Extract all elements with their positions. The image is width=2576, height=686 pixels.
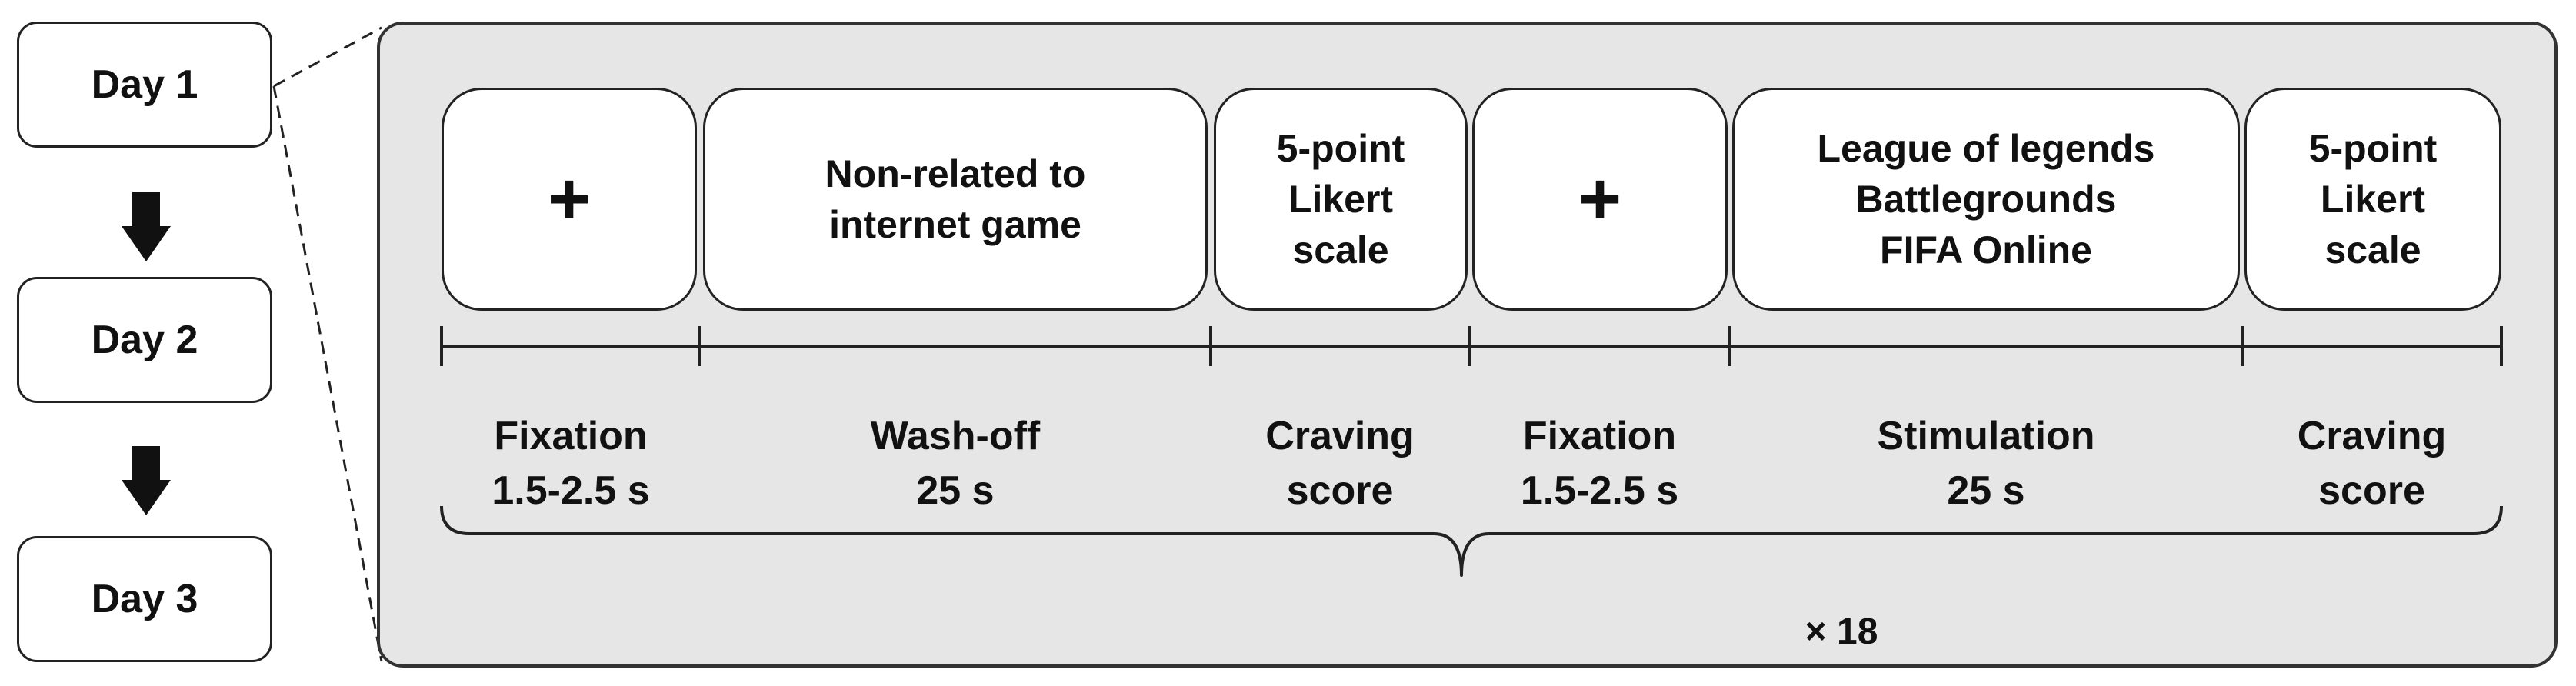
day-label: Day 1 (91, 62, 198, 107)
stage-label-line: Fixation (494, 414, 648, 458)
stage-label-washoff: Wash-off 25 s (700, 409, 1211, 518)
stage-label-line: 1.5-2.5 s (492, 468, 650, 514)
down-arrow-icon (122, 192, 171, 261)
stage-box-line: Likert (2320, 178, 2426, 221)
stage-label-fixation: Fixation 1.5-2.5 s (442, 409, 700, 518)
repeat-brace (440, 505, 2503, 577)
stage-label-craving: Craving score (1211, 409, 1469, 518)
stage-box-stimulation: League of legends Battlegrounds FIFA Onl… (1732, 88, 2240, 311)
stage-box-line: Likert (1288, 178, 1394, 221)
stage-box-fixation: + (442, 88, 697, 311)
zoom-line-top (273, 26, 382, 88)
stage-label-stimulation: Stimulation 25 s (1730, 409, 2242, 518)
stage-label-line: score (2318, 468, 2425, 514)
day-label: Day 2 (91, 318, 198, 362)
stage-box-line: internet game (829, 203, 1081, 246)
stage-label-line: Craving (2297, 414, 2447, 458)
stage-box-line: scale (1292, 228, 1389, 271)
stage-box-line: 5-point (2308, 127, 2438, 170)
stage-box-line: Battlegrounds (1855, 178, 2117, 221)
stage-box-line: 5-point (1276, 127, 1405, 170)
stage-label-line: 25 s (1947, 468, 2025, 514)
stage-label-line: score (1286, 468, 1394, 514)
down-arrow-icon (122, 446, 171, 515)
stage-box-line: Non-related to (825, 152, 1086, 195)
stage-box-fixation: + (1472, 88, 1728, 311)
trial-panel: + Non-related to internet game 5-point L… (377, 22, 2558, 668)
day-box-1: Day 1 (17, 22, 272, 148)
stage-label-line: Stimulation (1877, 414, 2095, 458)
stage-box-line: scale (2324, 228, 2421, 271)
zoom-line-bottom (272, 85, 383, 662)
stage-label-line: Wash-off (870, 414, 1041, 458)
fixation-cross: + (547, 158, 592, 240)
fixation-cross: + (1578, 158, 1622, 240)
day-label: Day 3 (91, 577, 198, 621)
stage-label-line: 25 s (916, 468, 995, 514)
stage-label-fixation: Fixation 1.5-2.5 s (1469, 409, 1730, 518)
stage-label-line: Craving (1265, 414, 1415, 458)
day-box-2: Day 2 (17, 277, 272, 403)
stage-box-line: FIFA Online (1880, 228, 2092, 271)
stage-label-line: Fixation (1522, 414, 1677, 458)
timeline-svg (440, 326, 2503, 577)
stage-box-washoff: Non-related to internet game (703, 88, 1208, 311)
stage-label-line: 1.5-2.5 s (1520, 468, 1679, 514)
stage-box-likert: 5-point Likert scale (2244, 88, 2501, 311)
repeat-count-label: × 18 (1805, 611, 1878, 652)
day-box-3: Day 3 (17, 536, 272, 662)
stage-label-craving: Craving score (2242, 409, 2501, 518)
stage-box-line: League of legends (1817, 127, 2155, 170)
stage-box-likert: 5-point Likert scale (1214, 88, 1468, 311)
